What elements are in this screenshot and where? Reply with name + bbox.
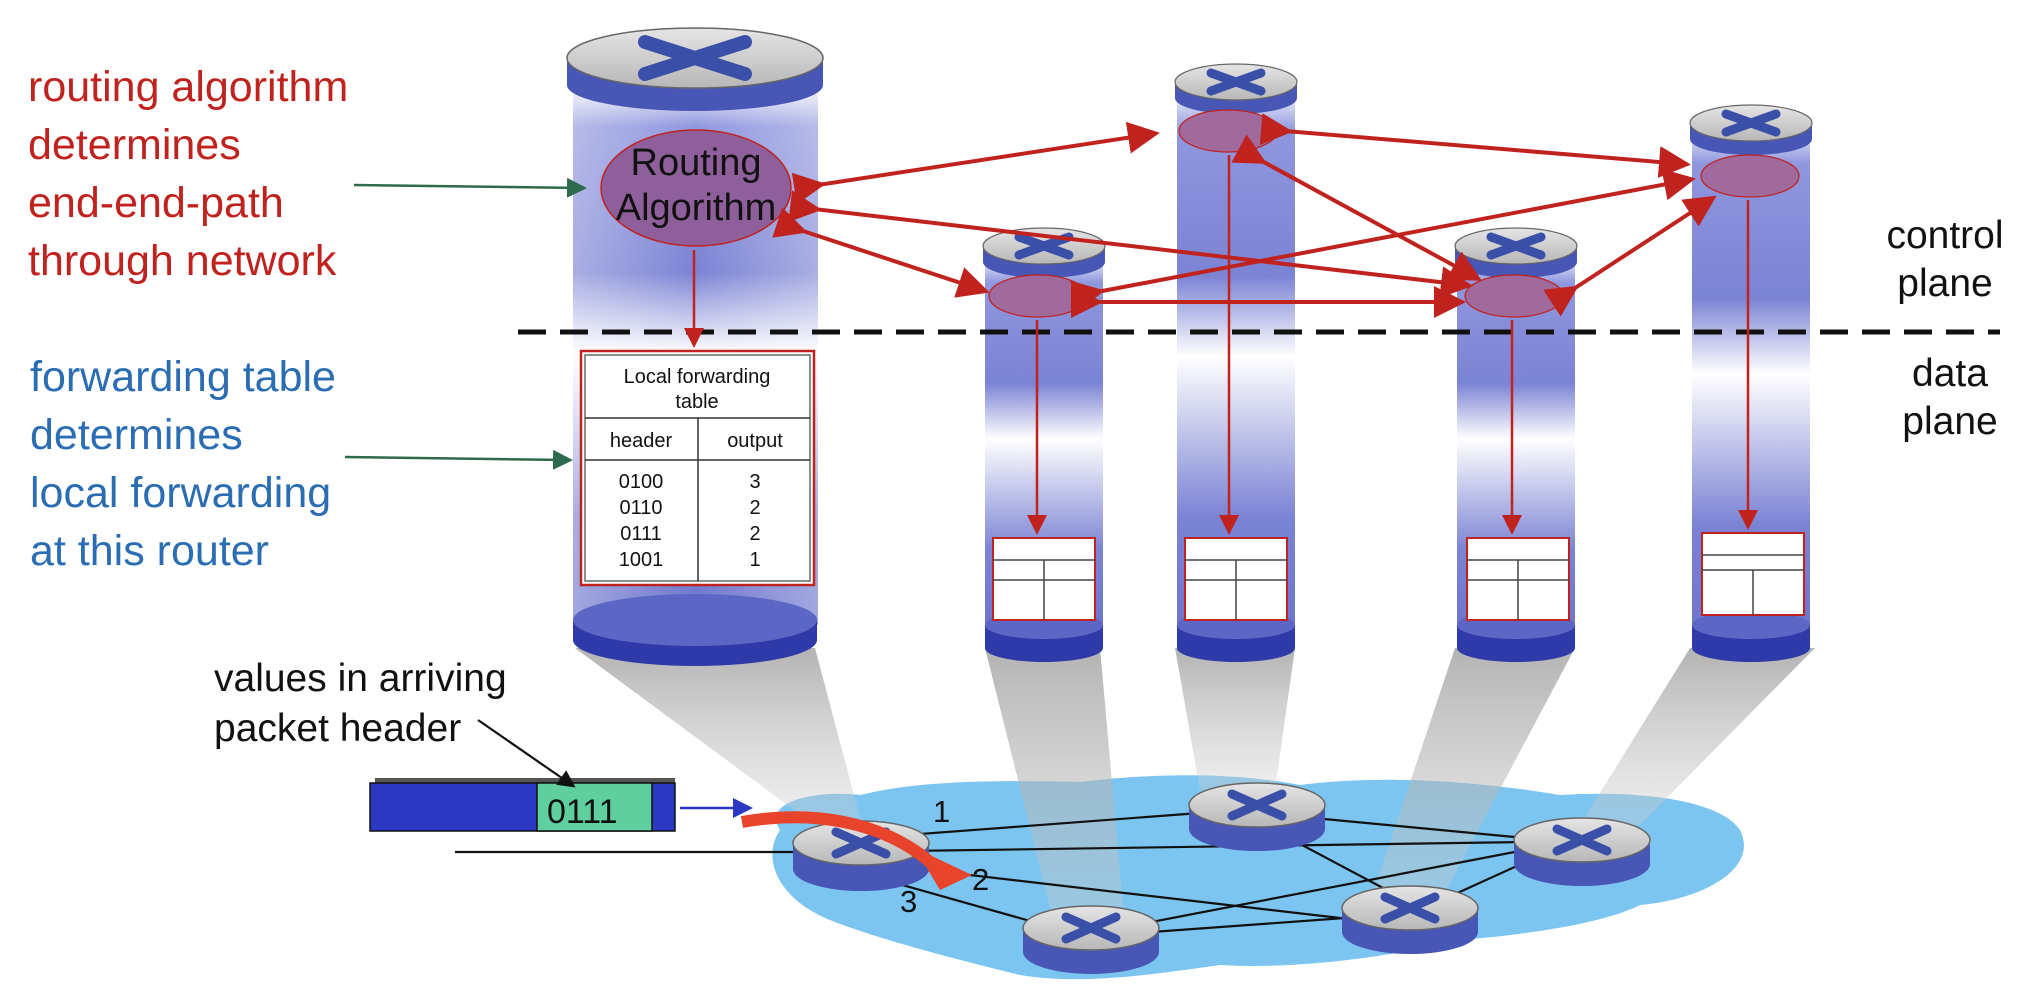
fwd-row-output: 2 — [749, 523, 760, 545]
routing-box-line1: Routing — [631, 142, 762, 184]
routing-annotation-line: routing algorithm — [28, 63, 349, 111]
values-pointer-line — [477, 719, 576, 788]
port-label-1: 1 — [933, 794, 950, 829]
control-plane-messages — [772, 113, 1717, 318]
small-table-4 — [1466, 537, 1570, 621]
fwd-row-header: 1001 — [619, 549, 664, 571]
forwarding-action-arrow — [740, 811, 934, 867]
data-plane-line: data — [1912, 352, 1988, 395]
forwarding-pointer-arrow — [344, 449, 573, 470]
data-plane-label: data plane — [1880, 350, 2020, 446]
packet-header-value: 0111 — [547, 793, 618, 831]
fwd-row-output: 2 — [749, 497, 760, 519]
fwd-row-header: 0110 — [619, 497, 662, 519]
values-annotation-line: packet header — [214, 707, 462, 750]
fwd-row-header: 0111 — [620, 523, 662, 545]
local-forwarding-table: Local forwarding table header output 010… — [579, 349, 816, 587]
routing-algorithm-ellipse — [600, 129, 792, 247]
table-update-arrows — [684, 155, 1758, 535]
small-table-3 — [1184, 537, 1288, 621]
small-table-2 — [992, 537, 1096, 621]
network-router-a[interactable] — [792, 820, 930, 891]
data-plane-line: plane — [1902, 400, 1998, 443]
fwd-table-title-1: Local forwarding — [624, 366, 771, 388]
arriving-packet: 0111 — [369, 778, 676, 832]
fwd-row-output: 1 — [749, 549, 760, 571]
control-agent-5 — [1700, 154, 1800, 198]
network-router-b[interactable] — [1188, 782, 1326, 851]
control-agent-2 — [988, 274, 1088, 318]
small-table-5 — [1701, 532, 1805, 616]
network-router-e[interactable] — [1022, 905, 1160, 974]
forwarding-annotation-line: forwarding table — [30, 353, 336, 401]
fwd-col-header: header — [610, 430, 673, 452]
fwd-row-output: 3 — [749, 471, 760, 493]
routing-box-line2: Algorithm — [616, 187, 777, 229]
routing-annotation-line: determines — [28, 121, 241, 169]
forwarding-annotation-line: at this router — [30, 527, 269, 575]
values-annotation-line: values in arriving — [214, 657, 507, 700]
routing-pointer-arrow — [353, 177, 587, 198]
port-label-3: 3 — [900, 884, 917, 919]
control-agent-4 — [1464, 274, 1564, 318]
fwd-row-header: 0100 — [619, 471, 664, 493]
port-label-2: 2 — [972, 862, 989, 897]
fwd-table-title-2: table — [675, 391, 718, 413]
network-router-d[interactable] — [1341, 885, 1479, 954]
routing-annotation-line: end-end-path — [28, 179, 284, 227]
control-plane-label: control plane — [1870, 212, 2020, 308]
routing-annotation-line: through network — [28, 237, 337, 285]
forwarding-annotation-line: determines — [30, 411, 243, 459]
network-router-c[interactable] — [1513, 817, 1651, 886]
control-agent-3 — [1178, 109, 1278, 153]
forwarding-annotation-line: local forwarding — [30, 469, 332, 517]
control-plane-line: control — [1886, 214, 2004, 257]
projection-beams — [575, 648, 1815, 928]
fwd-col-output: output — [727, 430, 783, 452]
control-plane-line: plane — [1897, 262, 1993, 305]
